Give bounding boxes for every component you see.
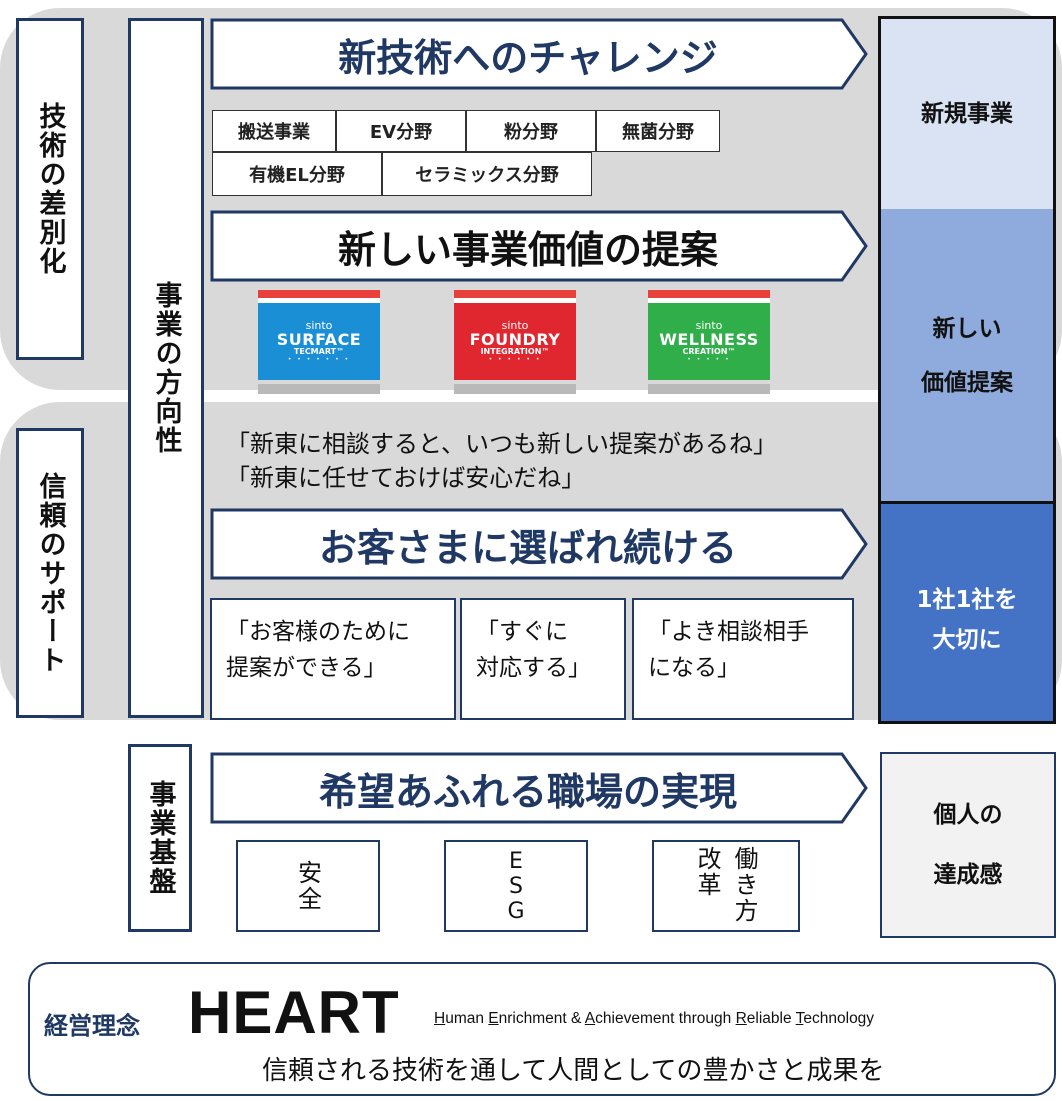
- field-tag: 有機EL分野: [212, 152, 382, 196]
- philosophy-japanese: 信頼される技術を通して人間としての豊かさと成果を: [262, 1056, 885, 1086]
- arrow-chosen-by-customers: お客さまに選ばれ続ける: [210, 508, 870, 580]
- field-tag: 粉分野: [466, 110, 596, 152]
- brand-badge-foundry-integration: sinto FOUNDRY INTEGRATION™ • • • • • •: [454, 290, 576, 394]
- business-foundation-label: 事業基盤: [128, 744, 192, 932]
- trust-support-label: 信頼のサポート: [16, 428, 84, 718]
- philosophy-english: Human Enrichment & Achievement through R…: [434, 1010, 875, 1027]
- arrow-hopeful-workplace: 希望あふれる職場の実現: [210, 752, 870, 824]
- philosophy-heart-logo: HEART: [188, 979, 400, 1046]
- foundation-safety-box: 安全: [236, 840, 380, 932]
- foundation-esg-box: ESG: [444, 840, 588, 932]
- right-column-divider: [881, 501, 1053, 504]
- arrow-label: 希望あふれる職場の実現: [318, 769, 737, 814]
- customer-quote: 「新東に任せておけば安心だね」: [226, 464, 586, 492]
- field-tag: 無菌分野: [596, 110, 720, 152]
- commitment-box: 「お客様のために 提案ができる」: [210, 598, 456, 720]
- arrow-shape: [210, 18, 868, 90]
- personal-achievement-cell: 個人の 達成感: [880, 752, 1056, 938]
- field-tag: 搬送事業: [212, 110, 336, 152]
- new-business-cell: 新規事業: [881, 19, 1053, 209]
- philosophy-label: 経営理念: [44, 1012, 140, 1040]
- field-tag: EV分野: [336, 110, 466, 152]
- arrow-new-tech-challenge: 新技術へのチャレンジ: [210, 18, 870, 90]
- arrow-label: お客さまに選ばれ続ける: [318, 525, 737, 570]
- commitment-box: 「すぐに 対応する」: [460, 598, 626, 720]
- arrow-label: 新しい事業価値の提案: [337, 227, 718, 272]
- customer-quote: 「新東に相談すると、いつも新しい提案があるね」: [226, 430, 778, 458]
- arrow-shape: [210, 210, 868, 282]
- brand-badge-wellness-creation: sinto WELLNESS CREATION™ • • • • •: [648, 290, 770, 394]
- field-tag: セラミックス分野: [382, 152, 592, 196]
- arrow-label: 新技術へのチャレンジ: [338, 35, 718, 80]
- commitment-box: 「よき相談相手 になる」: [632, 598, 854, 720]
- arrow-shape: [210, 508, 868, 580]
- each-company-cell: 1社1社を 大切に: [881, 504, 1053, 721]
- business-direction-label: 事業の方向性: [128, 18, 204, 718]
- foundation-work-reform-box: 改革 働き方: [652, 840, 800, 932]
- tech-differentiation-label: 技術の差別化: [16, 18, 84, 360]
- arrow-new-business-value: 新しい事業価値の提案: [210, 210, 870, 282]
- brand-badge-surface-tecmart: sinto SURFACE TECMART™ • • • • • • •: [258, 290, 380, 394]
- new-value-proposal-cell: 新しい 価値提案: [881, 209, 1053, 503]
- management-philosophy-box: [28, 962, 1056, 1096]
- arrow-shape: [210, 752, 868, 824]
